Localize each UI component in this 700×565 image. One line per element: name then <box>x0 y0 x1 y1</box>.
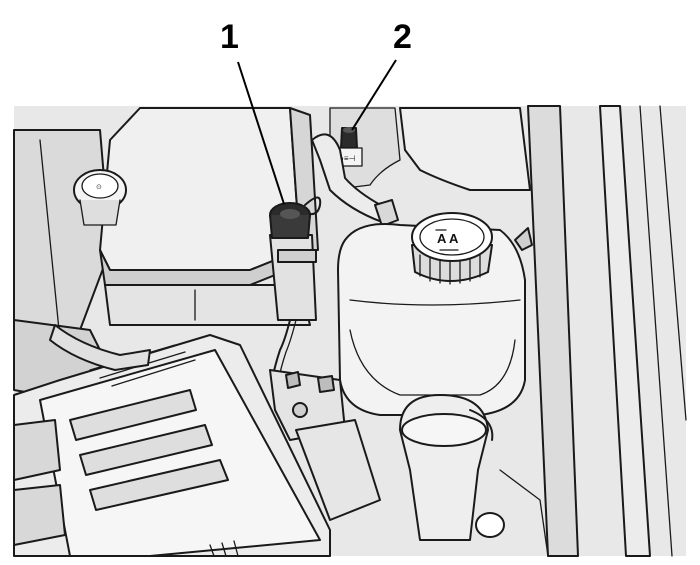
ground-symbol: ●≡⊣ <box>339 154 356 163</box>
callout-2-label: 2 <box>393 18 412 56</box>
battery-bracket <box>269 369 381 521</box>
svg-text:⊙: ⊙ <box>96 184 102 191</box>
air-cleaner-cover <box>13 334 331 557</box>
callout-1-label: 1 <box>220 18 239 56</box>
positive-terminal-housing <box>269 234 317 321</box>
positive-terminal-cap <box>269 196 322 239</box>
upper-right-panel <box>399 107 531 191</box>
upper-hose <box>311 133 399 227</box>
reservoir-cap-text: A A <box>437 231 459 246</box>
washer-fluid-cap: ⊙ <box>73 169 127 226</box>
callout-2-leader <box>351 59 397 131</box>
fuse-box <box>99 107 319 326</box>
callout-1-leader <box>237 61 285 205</box>
right-fender <box>527 105 687 557</box>
coolant-reservoir-cap: A A <box>411 212 493 285</box>
filler-neck <box>399 394 549 557</box>
